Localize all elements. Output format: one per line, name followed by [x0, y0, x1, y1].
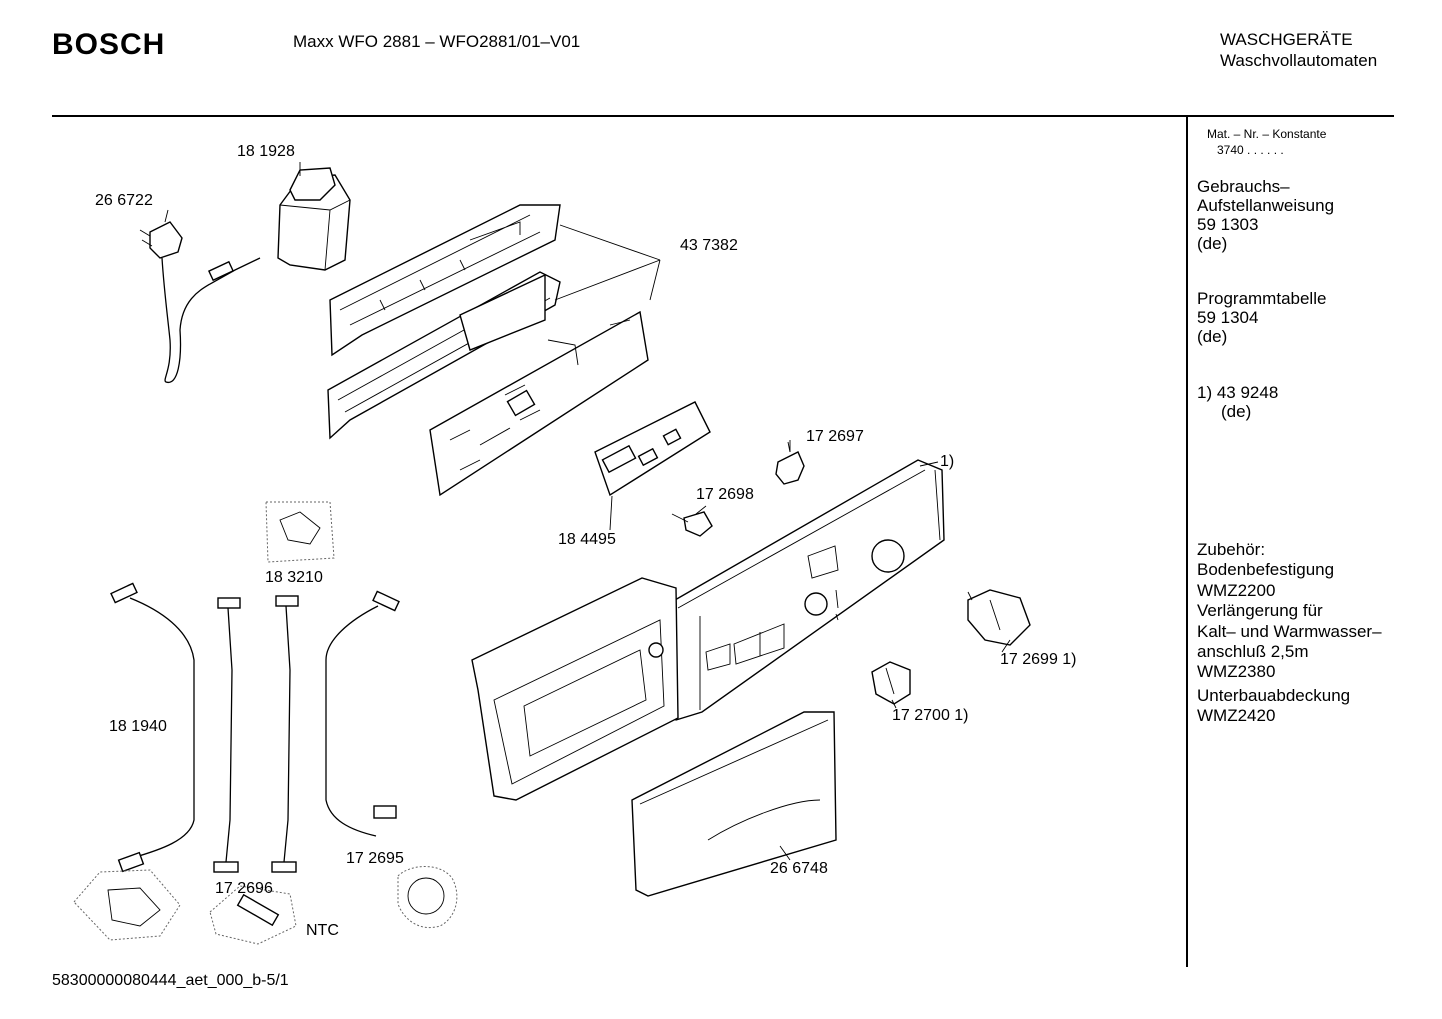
- interference-filter: [277, 167, 351, 271]
- drawer-cover: [631, 711, 837, 897]
- document-id: 58300000080444_aet_000_b-5/1: [52, 972, 289, 989]
- header-divider: [52, 115, 1394, 117]
- exploded-diagram: [73, 162, 1031, 945]
- selector-knob-172697: [775, 440, 805, 485]
- wiring-harness-172696-b: [271, 595, 299, 873]
- category-line1: WASCHGERÄTE: [1220, 30, 1353, 49]
- note-block: 1) 43 9248 (de): [1197, 383, 1278, 421]
- reference-motor-left: [73, 869, 181, 941]
- category-heading: WASCHGERÄTE Waschvollautomaten: [1220, 29, 1377, 71]
- manual-lang: (de): [1197, 234, 1228, 253]
- manual-number: 59 1303: [1197, 215, 1259, 234]
- control-panel-fascia: [667, 459, 945, 721]
- program-block: Programmtabelle 59 1304 (de): [1197, 289, 1326, 346]
- part-label-172697: 17 2697: [806, 428, 864, 445]
- part-label-172695: 17 2695: [346, 850, 404, 867]
- program-title: Programmtabelle: [1197, 289, 1327, 308]
- part-label-181940: 18 1940: [109, 718, 167, 735]
- brand-logo: BOSCH: [52, 28, 166, 61]
- axle-172698: [671, 511, 713, 537]
- note-line1: 1) 43 9248: [1197, 383, 1279, 402]
- part-label-172696: 17 2696: [215, 880, 273, 897]
- footnote-marker: 1): [940, 453, 955, 470]
- part-label-ntc: NTC: [306, 922, 339, 939]
- display-board: [594, 401, 711, 497]
- manual-block: Gebrauchs– Aufstellanweisung 59 1303 (de…: [1197, 177, 1334, 253]
- accessory-line: anschluß 2,5m: [1197, 642, 1309, 662]
- program-number: 59 1304: [1197, 308, 1259, 327]
- mat-nr-block: Mat. – Nr. – Konstante 3740 . . . . . .: [1207, 126, 1326, 158]
- accessory-line: WMZ2420: [1197, 706, 1276, 726]
- manual-line1: Gebrauchs–: [1197, 177, 1290, 196]
- part-label-181928: 18 1928: [237, 143, 295, 160]
- accessory-line: WMZ2200: [1197, 580, 1276, 600]
- wiring-harness-172695: [325, 590, 400, 837]
- program-lang: (de): [1197, 327, 1228, 346]
- part-label-172700: 17 2700 1): [892, 707, 969, 724]
- main-circuit-board: [429, 310, 649, 497]
- wiring-harness-181940: [110, 582, 195, 873]
- control-module-lower: [327, 271, 561, 440]
- part-label-184495: 18 4495: [558, 531, 616, 548]
- category-line2: Waschvollautomaten: [1220, 51, 1378, 70]
- accessories-block: Zubehör: Bodenbefestigung WMZ2200 Verlän…: [1197, 540, 1382, 727]
- accessory-line: Unterbauabdeckung: [1197, 685, 1351, 705]
- programme-knob-172699: [967, 589, 1031, 646]
- part-label-266722: 26 6722: [95, 192, 153, 209]
- accessory-line: Bodenbefestigung: [1197, 560, 1335, 580]
- part-label-266748: 26 6748: [770, 860, 828, 877]
- mat-nr-value: 3740 . . . . . .: [1217, 143, 1284, 157]
- accessory-line: Verlängerung für: [1197, 601, 1323, 621]
- sidebar-divider: [1186, 117, 1188, 967]
- power-cord-plug: [139, 221, 261, 383]
- accessory-line: Zubehör:: [1197, 540, 1266, 559]
- detergent-drawer: [471, 577, 679, 801]
- wiring-harness-172696-a: [213, 597, 241, 873]
- part-label-437382: 43 7382: [680, 237, 738, 254]
- control-module-upper: [329, 204, 561, 357]
- reference-part-183210: [265, 501, 335, 563]
- mat-nr-label: Mat. – Nr. – Konstante: [1207, 127, 1327, 141]
- part-label-183210: 18 3210: [265, 569, 323, 586]
- part-label-172699: 17 2699 1): [1000, 651, 1077, 668]
- model-title: Maxx WFO 2881 – WFO2881/01–V01: [293, 32, 581, 51]
- accessory-line: Kalt– und Warmwasser–: [1197, 621, 1382, 641]
- temperature-knob-172700: [871, 661, 911, 705]
- manual-line2: Aufstellanweisung: [1197, 196, 1335, 215]
- accessory-line: WMZ2380: [1197, 662, 1276, 682]
- ntc-sensor: [209, 885, 297, 945]
- note-line2: (de): [1221, 402, 1252, 421]
- reference-heater-right: [397, 866, 458, 928]
- part-label-172698: 17 2698: [696, 486, 754, 503]
